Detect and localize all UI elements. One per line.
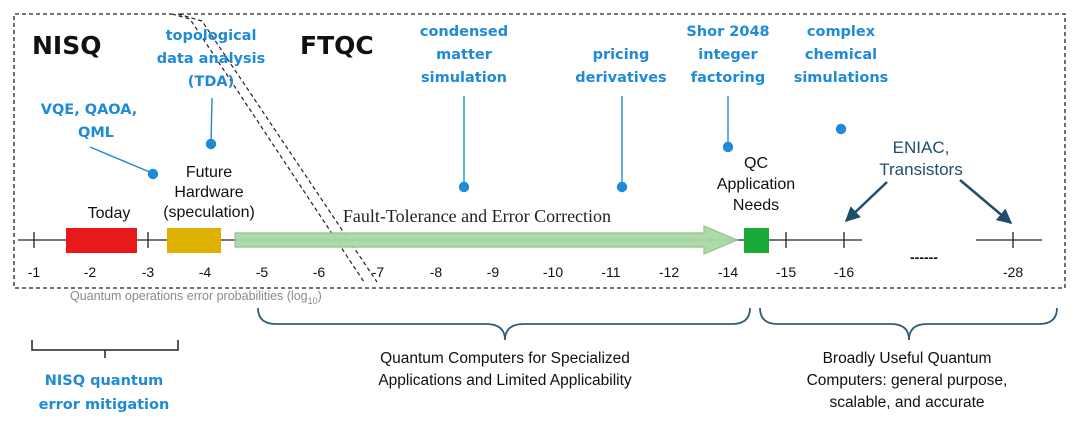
broad-bracket	[759, 307, 1058, 341]
eniac-arrow-right	[959, 179, 1013, 224]
axis-tick-marks	[33, 232, 1014, 248]
svg-text:pricing: pricing	[593, 47, 650, 63]
svg-text:chemical: chemical	[805, 47, 877, 63]
svg-text:error mitigation: error mitigation	[39, 397, 170, 413]
tick-label: -3	[142, 264, 155, 280]
tick-label: -14	[718, 264, 738, 280]
svg-text:condensed: condensed	[420, 24, 508, 40]
svg-text:Computers: general purpose,: Computers: general purpose,	[807, 372, 1008, 389]
tick-label: -9	[487, 264, 500, 280]
svg-text:topological: topological	[166, 28, 257, 44]
eniac-label: ENIAC, Transistors	[879, 138, 962, 179]
svg-text:matter: matter	[436, 47, 493, 63]
svg-text:(TDA): (TDA)	[188, 74, 234, 90]
svg-text:simulation: simulation	[421, 70, 507, 86]
future-hardware-box	[167, 228, 221, 253]
tick-label: -15	[776, 264, 796, 280]
svg-text:simulations: simulations	[794, 70, 889, 86]
svg-text:Transistors: Transistors	[879, 160, 962, 179]
vqe-dot	[147, 168, 159, 180]
svg-text:integer: integer	[698, 47, 758, 63]
svg-text:Needs: Needs	[733, 197, 779, 214]
app-chem-label: complex chemical simulations	[794, 24, 889, 86]
svg-text:Quantum Computers for Speciali: Quantum Computers for Specialized	[380, 350, 630, 367]
tick-label: -28	[1003, 264, 1023, 280]
app-tda-label: topological data analysis (TDA)	[157, 28, 265, 90]
chem-dot	[835, 123, 847, 135]
tda-dot	[205, 138, 217, 150]
mitigation-label: NISQ quantum error mitigation	[39, 373, 170, 413]
app-pricing-label: pricing derivatives	[575, 47, 666, 86]
today-box	[66, 228, 137, 253]
svg-text:complex: complex	[807, 24, 876, 40]
tick-label: -10	[543, 264, 563, 280]
tick-label: -4	[199, 264, 212, 280]
fault-tolerance-arrow	[234, 225, 739, 255]
tick-label: -5	[256, 264, 269, 280]
pricing-dot	[616, 181, 628, 193]
svg-text:scalable, and accurate: scalable, and accurate	[829, 394, 984, 411]
svg-text:Applications and Limited Appli: Applications and Limited Applicability	[378, 372, 632, 389]
specialized-bracket	[257, 307, 751, 341]
shor-dot	[722, 141, 734, 153]
ftqc-header: FTQC	[300, 31, 374, 60]
tick-label: -12	[659, 264, 679, 280]
svg-text:Hardware: Hardware	[174, 184, 243, 201]
fault-tolerance-label: Fault-Tolerance and Error Correction	[343, 206, 611, 226]
future-hardware-label: Future Hardware (speculation)	[163, 164, 255, 221]
app-pointers	[89, 96, 847, 193]
axis-title: Quantum operations error probabilities (…	[70, 289, 322, 306]
svg-text:Application: Application	[717, 176, 795, 193]
dashed-frame	[13, 13, 1066, 289]
svg-text:factoring: factoring	[691, 70, 765, 86]
tick-label: -2	[84, 264, 97, 280]
svg-text:NISQ quantum: NISQ quantum	[45, 373, 164, 389]
svg-text:QML: QML	[78, 125, 114, 141]
svg-text:Broadly Useful Quantum: Broadly Useful Quantum	[823, 350, 992, 367]
tick-label: -11	[601, 264, 620, 280]
qc-needs-box	[744, 228, 769, 253]
mitigation-bracket	[31, 340, 179, 358]
svg-text:Shor 2048: Shor 2048	[686, 24, 769, 40]
app-condensed-label: condensed matter simulation	[420, 24, 508, 86]
tick-label: -1	[28, 264, 41, 280]
broad-label: Broadly Useful Quantum Computers: genera…	[807, 350, 1008, 411]
condensed-dot	[458, 181, 470, 193]
svg-text:derivatives: derivatives	[575, 70, 666, 86]
eniac-arrow-left	[844, 181, 888, 223]
tick-label: -6	[313, 264, 326, 280]
svg-text:ENIAC,: ENIAC,	[893, 138, 950, 157]
svg-text:data analysis: data analysis	[157, 51, 265, 67]
tick-label: -16	[834, 264, 854, 280]
app-vqe-label: VQE, QAOA, QML	[41, 102, 138, 141]
today-label: Today	[88, 205, 131, 222]
svg-text:(speculation): (speculation)	[163, 204, 255, 221]
tick-label: -7	[372, 264, 385, 280]
svg-text:Future: Future	[186, 164, 232, 181]
app-shor-label: Shor 2048 integer factoring	[686, 24, 769, 86]
specialized-label: Quantum Computers for Specialized Applic…	[378, 350, 632, 389]
axis-ellipsis: ------	[910, 249, 938, 265]
svg-text:VQE, QAOA,: VQE, QAOA,	[41, 102, 138, 118]
tick-label: -8	[430, 264, 443, 280]
axis-tick-labels: -1 -2 -3 -4 -5 -6 -7 -8 -9 -10 -11 -12 -…	[28, 264, 1024, 280]
nisq-header: NISQ	[32, 31, 101, 60]
qc-needs-label: QC Application Needs	[717, 155, 795, 214]
nisq-ftqc-divider	[171, 13, 378, 283]
svg-text:QC: QC	[744, 155, 768, 172]
